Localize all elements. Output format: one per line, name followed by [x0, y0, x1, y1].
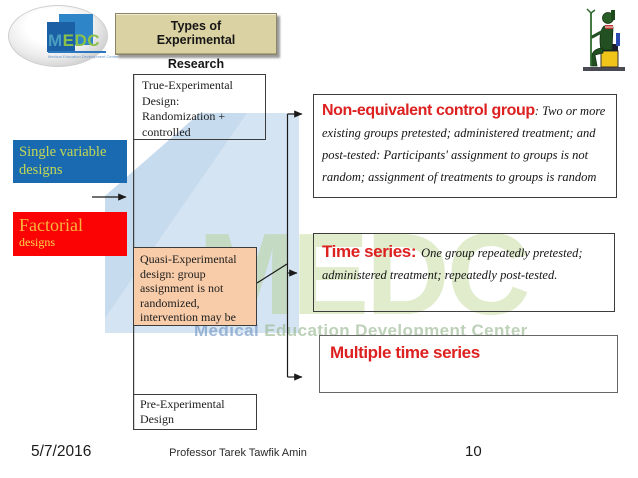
true-experimental-box: True-Experimental Design: Randomization …: [133, 74, 266, 140]
non-equivalent-control-group-box: Non-equivalent control group: Two or mor…: [313, 94, 617, 198]
time-series-text: Time series:One group repeatedly pretest…: [322, 241, 606, 286]
multiple-time-series-box: Multiple time series: [319, 335, 618, 393]
time-series-box: Time series:One group repeatedly pretest…: [313, 233, 615, 312]
time-series-heading: Time series:: [322, 242, 417, 261]
logo-tagline: Medical Education Development Center: [48, 54, 119, 59]
time-series-body: One group repeatedly pretested; administ…: [322, 246, 583, 282]
factorial-sublabel: designs: [19, 235, 55, 249]
pharaoh-icon: [583, 8, 625, 71]
slide-title-box: Types of Experimental: [115, 13, 277, 55]
logo-text-edc: EDC: [62, 31, 101, 50]
quasi-experimental-box: Quasi-Experimental design: group assignm…: [133, 247, 257, 326]
non-equivalent-body: : Two or more existing groups pretested;…: [322, 104, 606, 184]
footer-date: 5/7/2016: [31, 443, 92, 460]
logo-text: MEDC: [48, 32, 100, 50]
single-variable-designs-box: Single variable designs: [13, 140, 127, 183]
medc-logo: MEDC Medical Education Development Cente…: [8, 5, 118, 67]
multiple-time-series-label: Multiple time series: [330, 343, 480, 362]
footer-page-number: 10: [465, 443, 482, 460]
non-equivalent-text: Non-equivalent control group: Two or mor…: [322, 100, 610, 188]
non-equivalent-heading: Non-equivalent control group: [322, 102, 535, 119]
pre-experimental-box: Pre-Experimental Design: [133, 394, 257, 430]
title-line-2: Experimental: [156, 33, 236, 47]
footer-author: Professor Tarek Tawfik Amin: [169, 447, 307, 459]
factorial-label: Factorial: [19, 215, 83, 235]
title-line-3: Research: [167, 57, 225, 71]
title-line-1: Types of: [170, 19, 222, 33]
logo-square-dark-icon: [47, 22, 75, 52]
logo-underline: [48, 51, 106, 53]
factorial-designs-box: Factorial designs: [13, 212, 127, 256]
logo-text-m: M: [48, 31, 63, 50]
